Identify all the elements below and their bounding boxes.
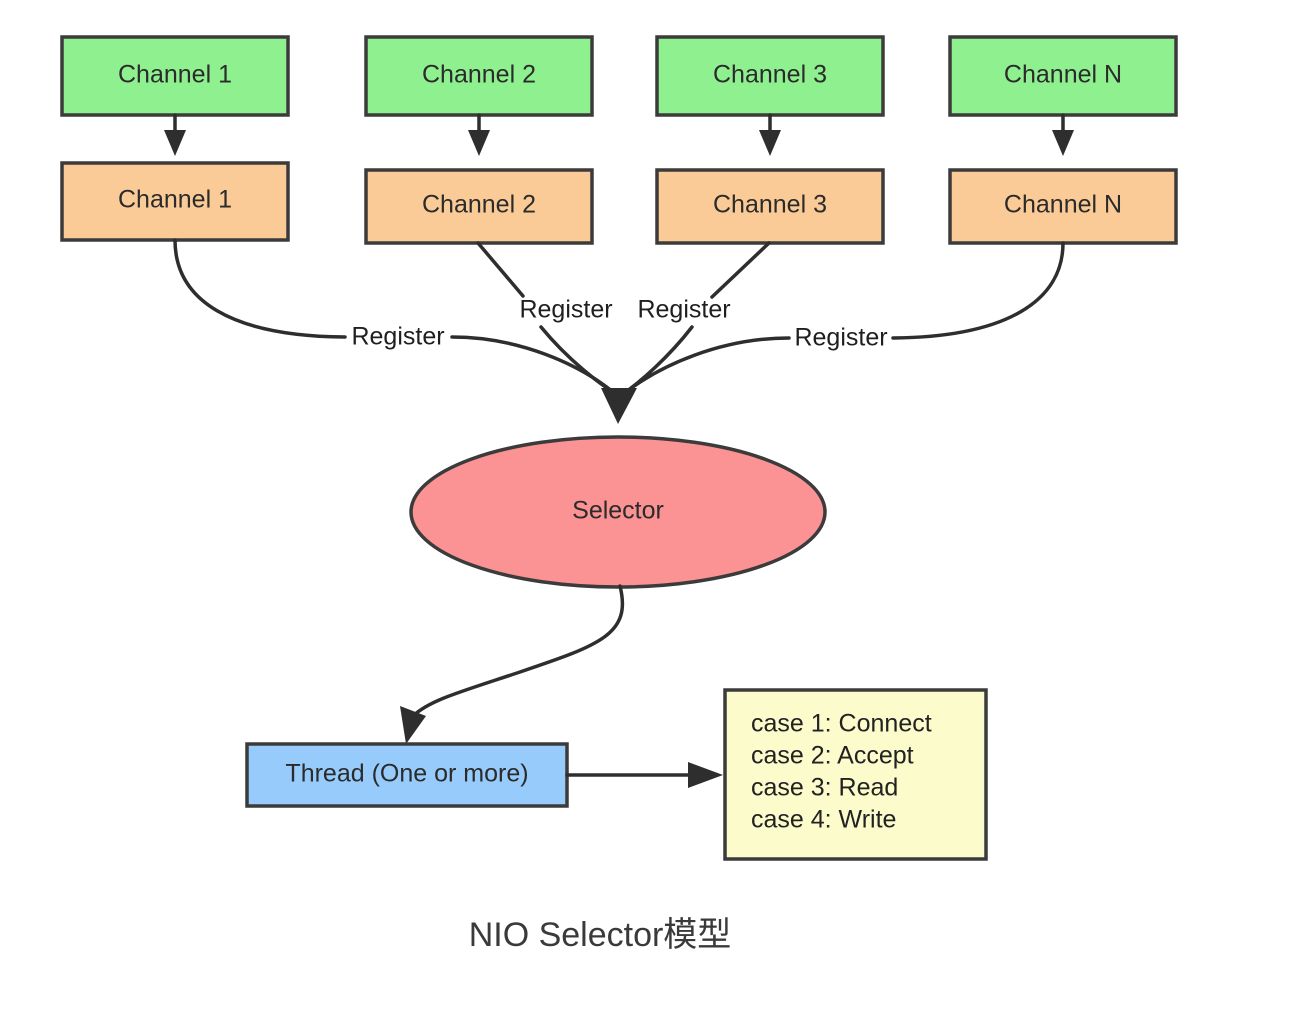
register-edge-1-tail: [450, 335, 615, 394]
selector-node[interactable]: Selector: [409, 435, 827, 589]
channel-box-green-3[interactable]: Channel 3: [655, 35, 885, 117]
channel-box-orange-n-label: Channel N: [1004, 191, 1122, 219]
diagram-caption: NIO Selector模型: [469, 916, 732, 954]
channel-box-orange-3[interactable]: Channel 3: [655, 168, 885, 245]
case-list-item-4: case 4: Write: [751, 806, 896, 834]
thread-box-label: Thread (One or more): [285, 760, 528, 788]
channel-box-orange-n-rect[interactable]: [948, 168, 1178, 245]
thread-box-rect[interactable]: [245, 742, 569, 808]
channel-box-green-1[interactable]: Channel 1: [60, 35, 290, 117]
register-label-2: Register: [519, 296, 612, 324]
selector-label: Selector: [572, 497, 664, 525]
register-edge-n: [891, 241, 1065, 340]
arrow-thread-to-cases: [565, 762, 723, 788]
register-edge-1: [173, 238, 347, 339]
register-label-3: Register: [637, 296, 730, 324]
channel-box-green-2-label: Channel 2: [422, 61, 536, 89]
case-list-item-1: case 1: Connect: [751, 710, 932, 738]
case-list-item-2: case 2: Accept: [751, 742, 914, 770]
case-list-box-rect[interactable]: [723, 688, 988, 861]
channel-box-green-2[interactable]: Channel 2: [364, 35, 594, 117]
arrow-green-to-orange-n: [1052, 113, 1074, 156]
channel-box-orange-3-label: Channel 3: [713, 191, 827, 219]
channel-box-orange-1-label: Channel 1: [118, 186, 232, 214]
channel-box-orange-2[interactable]: Channel 2: [364, 168, 594, 245]
arrow-green-to-orange-1: [164, 113, 186, 156]
register-edge-3: [710, 241, 771, 299]
register-edge-2: [476, 241, 525, 298]
channel-box-green-1-rect[interactable]: [60, 35, 290, 117]
channel-box-green-n[interactable]: Channel N: [948, 35, 1178, 117]
thread-box[interactable]: Thread (One or more): [245, 742, 569, 808]
channel-box-orange-2-label: Channel 2: [422, 191, 536, 219]
channel-box-green-1-label: Channel 1: [118, 61, 232, 89]
arrow-into-selector: [601, 388, 637, 424]
channel-box-orange-1[interactable]: Channel 1: [60, 161, 290, 242]
channel-box-green-2-rect[interactable]: [364, 35, 594, 117]
arrow-green-to-orange-2: [468, 113, 490, 156]
case-list-item-3: case 3: Read: [751, 774, 898, 802]
arrow-selector-to-thread: [400, 584, 625, 744]
channel-box-green-3-label: Channel 3: [713, 61, 827, 89]
channel-box-green-n-label: Channel N: [1004, 61, 1122, 89]
channel-box-orange-2-rect[interactable]: [364, 168, 594, 245]
case-list-box[interactable]: case 1: Connect case 2: Accept case 3: R…: [723, 688, 988, 861]
register-label-4: Register: [794, 324, 887, 352]
register-edge-n-tail: [624, 336, 791, 394]
channel-box-green-n-rect[interactable]: [948, 35, 1178, 117]
register-label-1: Register: [351, 323, 444, 351]
channel-box-orange-n[interactable]: Channel N: [948, 168, 1178, 245]
arrow-green-to-orange-3: [759, 113, 781, 156]
selector-ellipse[interactable]: [409, 435, 827, 589]
